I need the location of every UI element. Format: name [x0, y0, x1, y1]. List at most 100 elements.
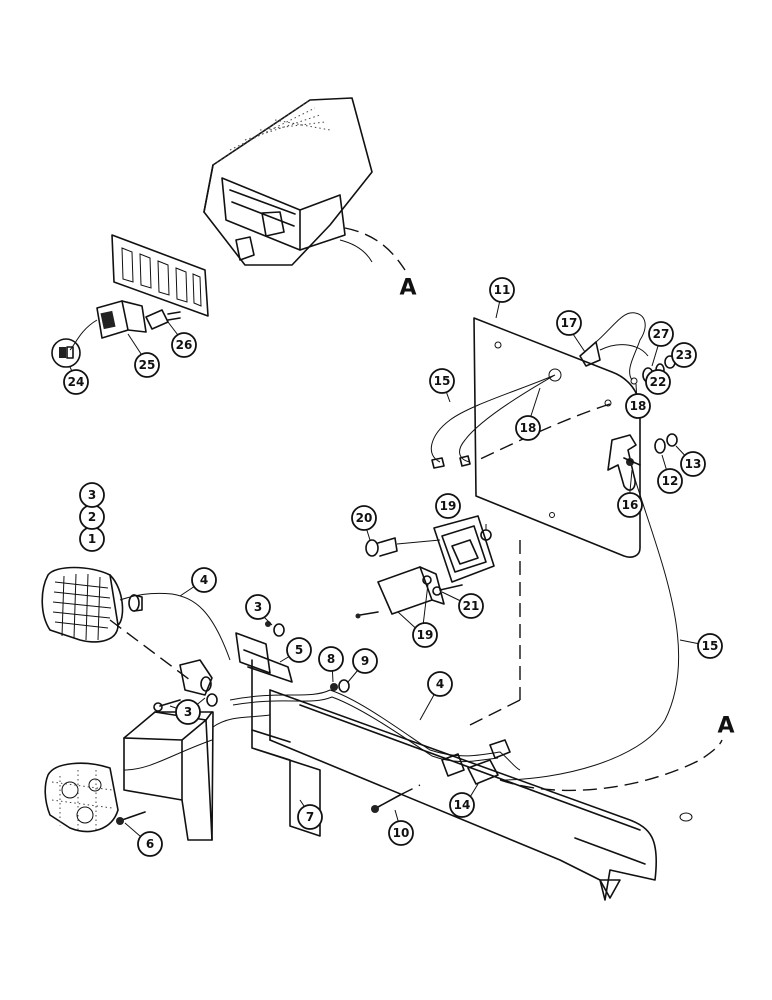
screw-6: [116, 811, 146, 825]
reference-a-top: A: [399, 276, 416, 301]
callout-16: 16: [617, 492, 643, 518]
callout-16-label: 16: [622, 498, 639, 512]
callout-5-label: 5: [295, 643, 303, 657]
callout-3-bracket: 3: [245, 594, 271, 620]
nuts-8-9: [330, 679, 350, 693]
callout-18-harness: 18: [515, 415, 541, 441]
callout-15-right-label: 15: [702, 639, 719, 653]
callout-25: 25: [134, 352, 160, 378]
callout-4-label: 4: [200, 573, 208, 587]
lamp-mount-hidden: [109, 619, 191, 681]
callout-4-main: 4: [427, 671, 453, 697]
lamp-bracket: [607, 434, 641, 491]
callout-19-bottom: 19: [412, 622, 438, 648]
callout-21: 21: [458, 593, 484, 619]
callout-18-plate-label: 18: [630, 399, 647, 413]
plate-column-hidden: [469, 540, 521, 726]
callout-13: 13: [680, 451, 706, 477]
lamp-bulb: [365, 537, 441, 557]
callout-15-upper-label: 15: [434, 374, 451, 388]
mounting-plate: [473, 317, 641, 558]
callout-10-label: 10: [393, 826, 410, 840]
callout-9-label: 9: [361, 654, 369, 668]
callout-18-harness-label: 18: [520, 421, 537, 435]
callout-11: 11: [489, 277, 515, 303]
harness-terminals: [431, 455, 471, 469]
callout-3-mount-label: 3: [184, 705, 192, 719]
callout-13-label: 13: [685, 457, 702, 471]
callout-22: 22: [645, 369, 671, 395]
callout-19-bottom-label: 19: [417, 628, 434, 642]
callout-23-label: 23: [676, 348, 693, 362]
lamp-lens: [377, 566, 445, 615]
callout-23: 23: [671, 342, 697, 368]
switch-wire: [69, 319, 98, 351]
callout-2-label: 2: [88, 510, 96, 524]
callout-7-label: 7: [306, 810, 314, 824]
callout-24: 24: [63, 369, 89, 395]
rocker-switch: [96, 300, 147, 339]
callout-12: 12: [657, 468, 683, 494]
rear-step-block: [123, 711, 214, 841]
lamp-mount-bracket: [153, 659, 218, 712]
callout-22-label: 22: [650, 375, 667, 389]
harness-bracket: [235, 632, 321, 837]
callout-20: 20: [351, 505, 377, 531]
callout-1-label: 1: [88, 532, 96, 546]
callout-17: 17: [556, 310, 582, 336]
callout-10: 10: [388, 820, 414, 846]
callout-8-label: 8: [327, 652, 335, 666]
callout-6-label: 6: [146, 837, 154, 851]
harness-to-step: [123, 714, 271, 771]
callout-21-label: 21: [463, 599, 480, 613]
callout-26: 26: [171, 332, 197, 358]
callout-1: 1: [79, 526, 105, 552]
reference-a-right: A: [717, 714, 734, 739]
callout-24-label: 24: [68, 375, 85, 389]
harness-long: [499, 475, 680, 781]
callout-20-label: 20: [356, 511, 373, 525]
callout-8: 8: [318, 646, 344, 672]
callout-5: 5: [286, 637, 312, 663]
callout-26-label: 26: [176, 338, 193, 352]
callout-4: 4: [191, 567, 217, 593]
lamp-screws: [355, 575, 463, 619]
dashboard-housing: [203, 97, 373, 266]
harness-main: [229, 689, 521, 771]
callout-18-plate: 18: [625, 393, 651, 419]
licence-lamp: [433, 515, 495, 583]
callout-17-label: 17: [561, 316, 578, 330]
callout-7: 7: [297, 804, 323, 830]
leader-lines: [69, 299, 711, 844]
bracket-nut: [265, 621, 285, 637]
callout-14: 14: [449, 792, 475, 818]
connector-inset: [51, 338, 81, 368]
screw-10-hidden: [399, 784, 421, 796]
callout-6: 6: [137, 831, 163, 857]
bulb-socket: [579, 312, 649, 381]
harness-main-twin: [232, 696, 499, 763]
callout-25-label: 25: [139, 358, 156, 372]
callout-11-label: 11: [494, 283, 511, 297]
callout-3-mount: 3: [175, 699, 201, 725]
frame-beam: [269, 689, 693, 901]
callout-9: 9: [352, 648, 378, 674]
harness-connector: [441, 739, 511, 785]
callout-19-top-label: 19: [440, 499, 457, 513]
lamp-connector: [128, 594, 143, 612]
callout-3-label: 3: [88, 488, 96, 502]
callout-15-right: 15: [697, 633, 723, 659]
bracket-nuts: [654, 433, 678, 454]
callout-27-label: 27: [653, 327, 670, 341]
screw-10: [371, 794, 401, 813]
switch-panel-bezel: [111, 234, 209, 317]
switch-plug: [145, 309, 181, 330]
callout-2: 2: [79, 504, 105, 530]
wire-route-a-right: [499, 739, 723, 792]
callout-4-main-label: 4: [436, 677, 444, 691]
callout-19-top: 19: [435, 493, 461, 519]
rear-lamp: [44, 762, 119, 833]
callout-27: 27: [648, 321, 674, 347]
plate-hidden-edge: [477, 403, 611, 461]
